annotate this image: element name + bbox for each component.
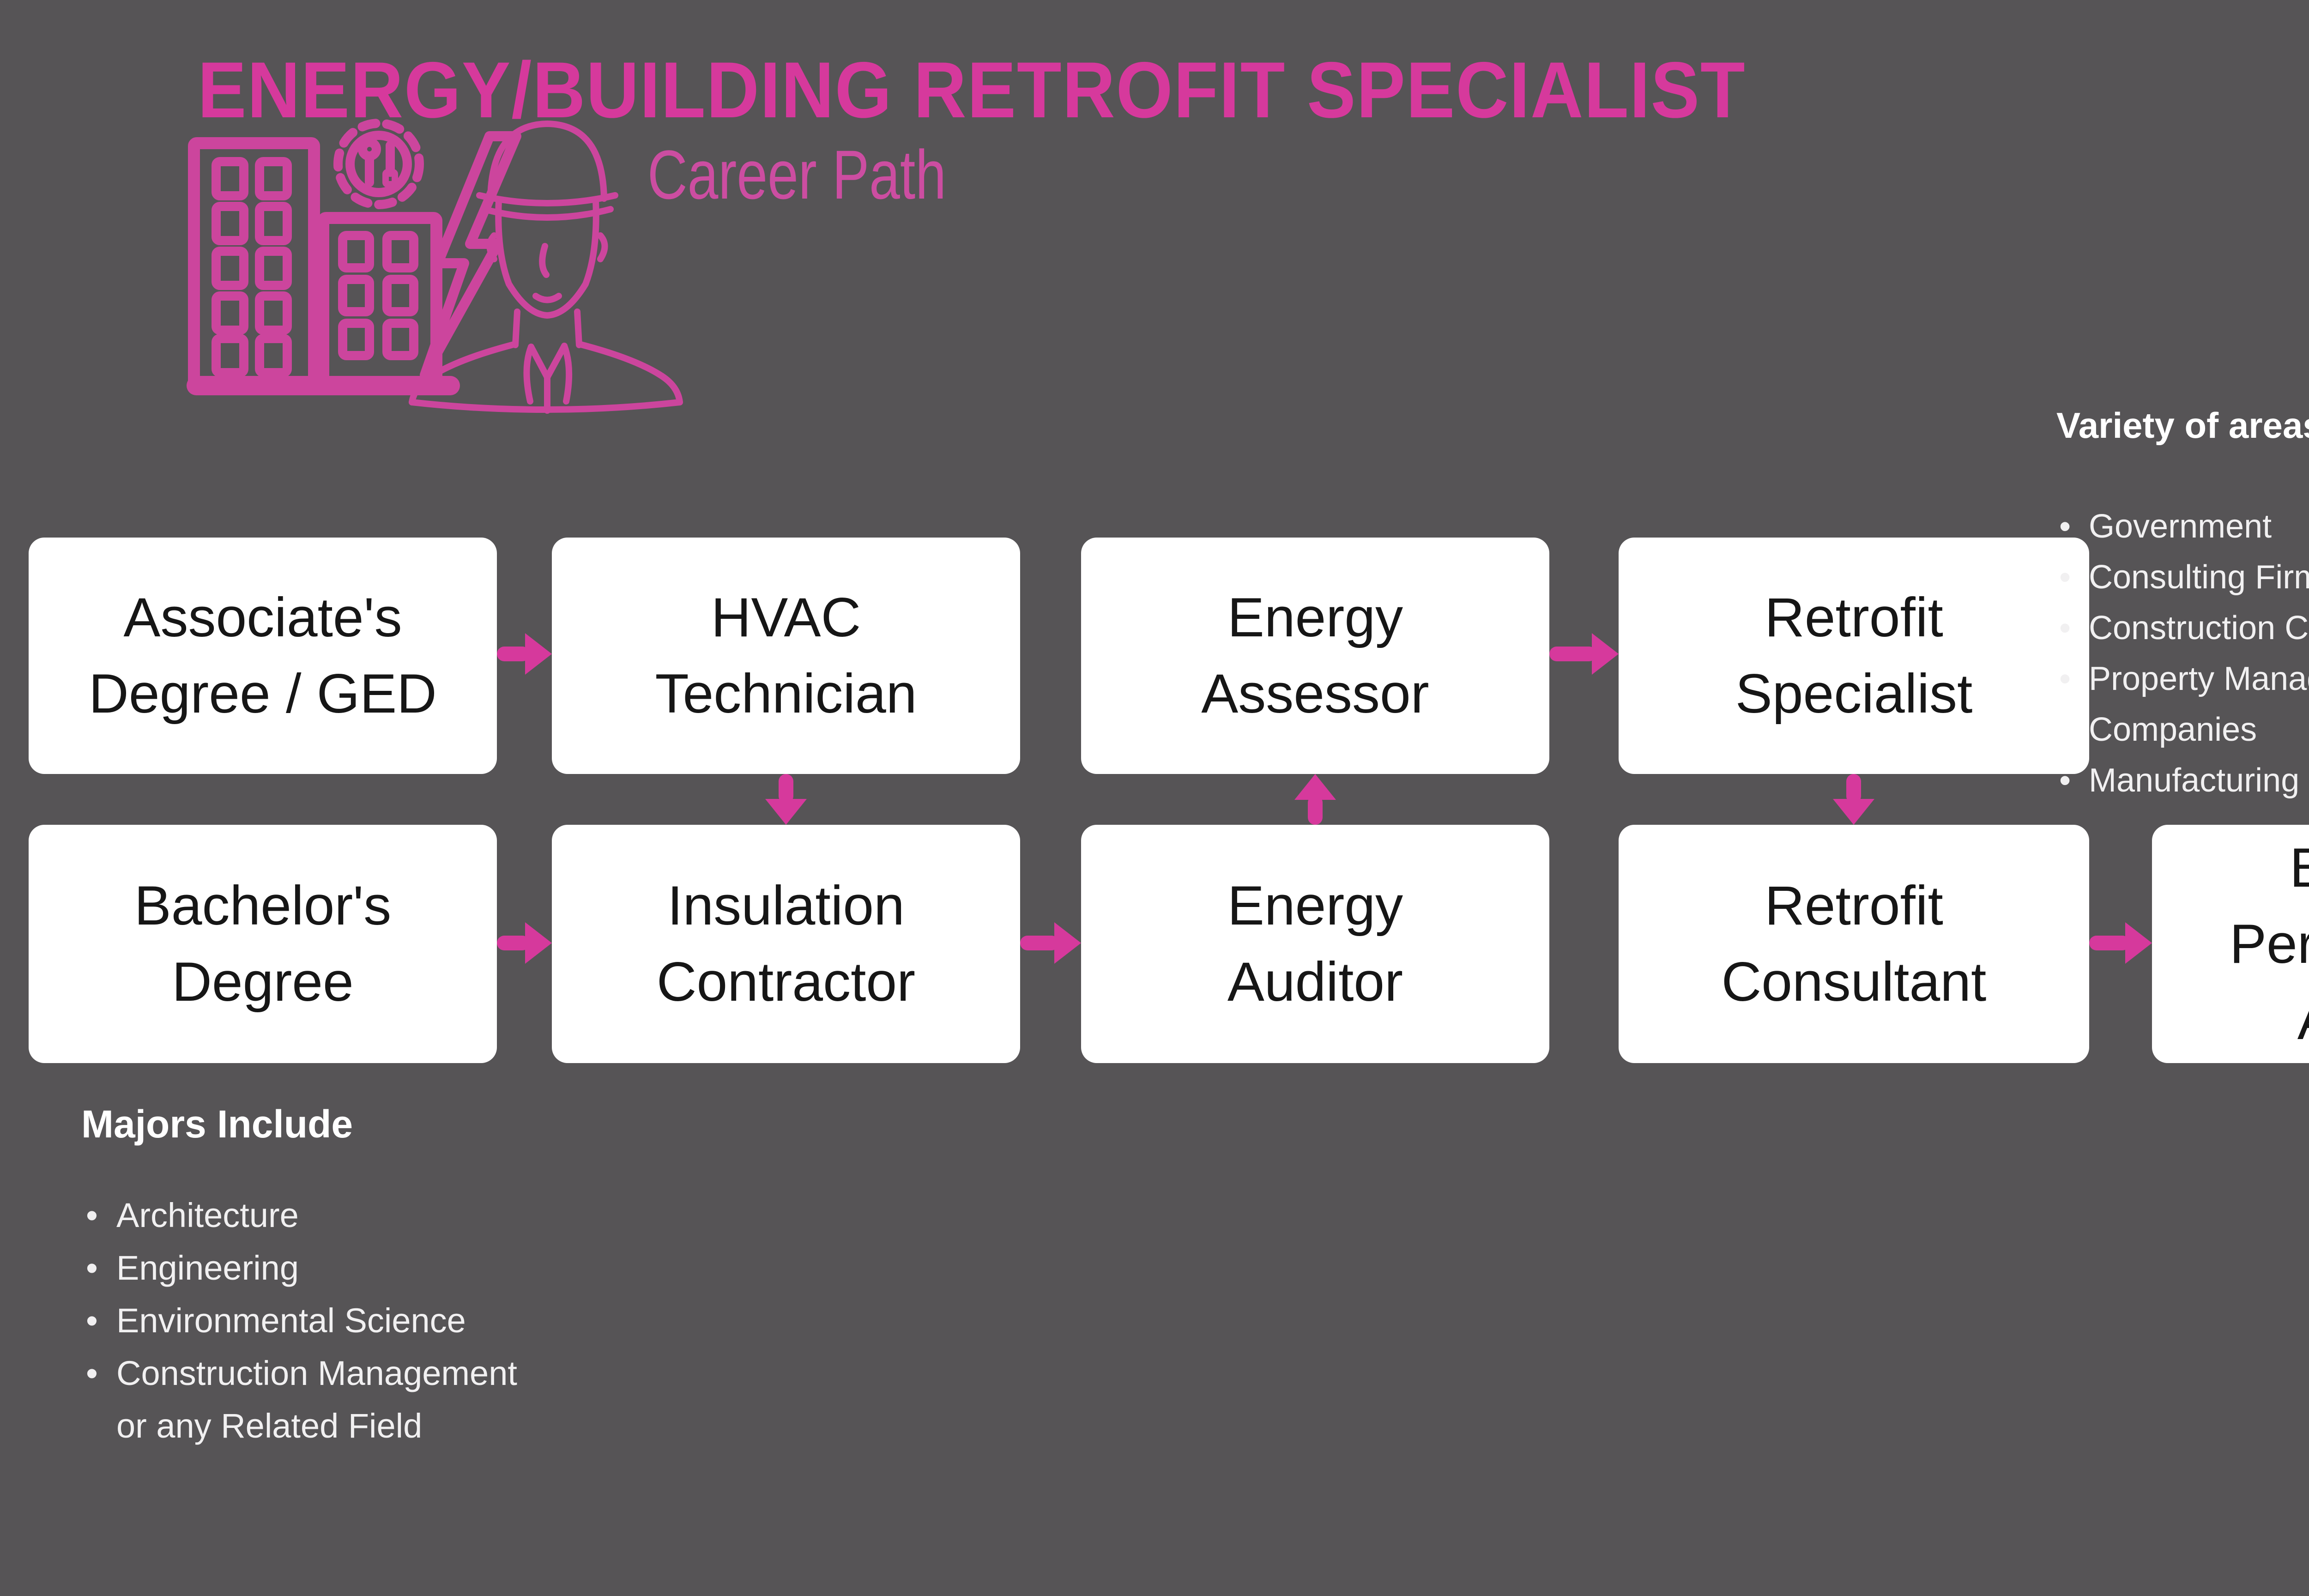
node-label-line: Analyst <box>2297 982 2309 1058</box>
work-area-item: Government <box>2056 501 2309 552</box>
arrow-bachelors-to-insulation <box>497 922 552 964</box>
node-label-line: Building <box>2290 836 2309 899</box>
arrow-retrofit-consultant-to-building-performance-analyst <box>2089 922 2152 964</box>
arrow-hvac-to-insulation <box>765 774 807 825</box>
majors-list: Architecture Engineering Environmental S… <box>81 1189 520 1452</box>
arrow-energy-assessor-to-retrofit-specialist <box>1549 633 1619 675</box>
major-item: Engineering <box>81 1242 520 1294</box>
node-label-line: Retrofit <box>1765 875 1943 937</box>
major-item: Environmental Science <box>81 1294 520 1347</box>
node-label-line: Degree <box>172 951 354 1013</box>
major-item: Construction Management or any Related F… <box>81 1347 520 1452</box>
node-label-line: Contractor <box>656 951 916 1013</box>
node-associates-degree-ged: Associate's Degree / GED <box>29 538 497 774</box>
arrow-energy-auditor-to-energy-assessor <box>1294 774 1336 825</box>
node-energy-assessor: Energy Assessor <box>1081 538 1549 774</box>
node-label-line: Technician <box>655 663 917 725</box>
node-label-line: Auditor <box>1227 951 1403 1013</box>
work-area-item: Construction Companies <box>2056 603 2309 653</box>
node-label-line: Associate's <box>123 586 402 648</box>
majors-heading: Majors Include <box>81 1102 353 1146</box>
node-insulation-contractor: Insulation Contractor <box>552 825 1020 1063</box>
arrow-associates-to-hvac <box>497 633 552 675</box>
major-item: Architecture <box>81 1189 520 1242</box>
node-retrofit-consultant: Retrofit Consultant <box>1619 825 2089 1063</box>
node-label-line: Performance <box>2230 913 2309 975</box>
node-retrofit-specialist: Retrofit Specialist <box>1619 538 2089 774</box>
node-label-line: Bachelor's <box>134 875 392 937</box>
node-label-line: Degree / GED <box>89 663 437 725</box>
work-areas-heading: Variety of areas can work at: <box>2056 405 2309 446</box>
node-label-line: Retrofit <box>1765 586 1943 648</box>
work-area-item: Property Management Companies <box>2056 653 2309 755</box>
majors-section: Majors Include Architecture Engineering … <box>81 1102 682 1452</box>
node-energy-auditor: Energy Auditor <box>1081 825 1549 1063</box>
node-label-line: Consultant <box>1721 951 1987 1013</box>
buildings-gear-lightning-worker-icon <box>187 119 683 414</box>
node-label-line: Assessor <box>1201 663 1429 725</box>
arrow-insulation-to-energy-auditor <box>1020 922 1081 964</box>
career-path-subtitle: Career Path <box>647 136 946 213</box>
node-hvac-technician: HVAC Technician <box>552 538 1020 774</box>
page-title: ENERGY/BUILDING RETROFIT SPECIALIST <box>198 46 1746 134</box>
node-building-performance-analyst: Building Performance Analyst <box>2152 825 2309 1063</box>
node-label-line: Specialist <box>1735 663 1973 725</box>
arrow-retrofit-specialist-to-retrofit-consultant <box>1833 774 1874 825</box>
work-area-item: Manufacturing Companies <box>2056 755 2309 806</box>
node-label-line: Energy <box>1227 586 1403 648</box>
node-label-line: Insulation <box>667 875 905 937</box>
work-areas-section: Variety of areas can work at: Government… <box>2056 405 2309 806</box>
work-areas-list: Government Consulting Firms Construction… <box>2056 501 2309 806</box>
node-bachelors-degree: Bachelor's Degree <box>29 825 497 1063</box>
node-label-line: HVAC <box>711 586 861 648</box>
node-label-line: Energy <box>1227 875 1403 937</box>
work-area-item: Consulting Firms <box>2056 552 2309 603</box>
